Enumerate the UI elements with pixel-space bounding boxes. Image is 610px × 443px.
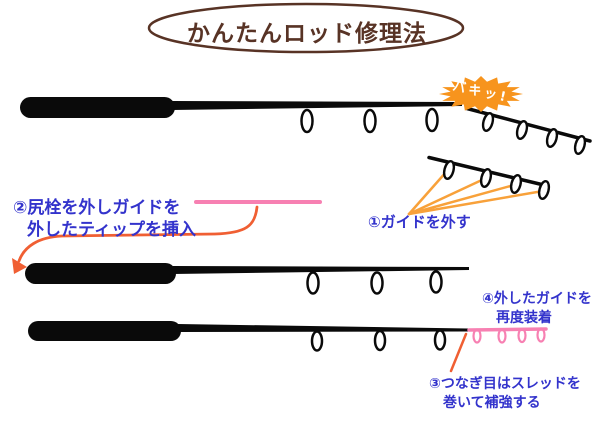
- rod2-blade: [173, 266, 469, 274]
- step3-line1: ③つなぎ目はスレッドを: [429, 376, 581, 392]
- rod-guide: [300, 108, 314, 134]
- title-oval: [147, 2, 465, 54]
- pink-rod-guide: [517, 327, 527, 344]
- rod-guide: [545, 128, 559, 148]
- rod-guide: [370, 271, 384, 295]
- step2-line2: 外したティップを挿入: [27, 220, 196, 240]
- broken-tip-piece: [465, 106, 592, 155]
- crack-burst: [439, 76, 523, 112]
- rod1-handle: [20, 97, 175, 118]
- rod-guide: [481, 112, 495, 132]
- broken-rod: [20, 97, 592, 155]
- step3-label: ③つなぎ目はスレッドを 巻いて補強する: [429, 375, 581, 413]
- rod-guide: [515, 120, 529, 140]
- detached-tip-piece: [407, 155, 551, 216]
- pink-rod-guide: [472, 328, 482, 344]
- rod2-handle: [25, 263, 176, 284]
- rod3-blade: [178, 324, 468, 332]
- rod-guide: [425, 107, 439, 133]
- rod1-blade: [172, 101, 462, 110]
- reattached-tip-line: [467, 327, 548, 332]
- guide-pointer-line: [407, 183, 516, 216]
- repaired-rod: [28, 321, 548, 373]
- rod3-handle: [28, 321, 181, 341]
- rod-guide: [306, 271, 320, 295]
- pink-rod-guide: [497, 328, 507, 344]
- step4-label: ④外したガイドを 再度装着: [482, 290, 592, 328]
- insert-arrow-shaft: [17, 205, 259, 263]
- page-title: かんたんロッド修理法: [187, 21, 427, 47]
- rod-guide: [509, 173, 523, 195]
- rod-with-inserted-tip: [25, 263, 469, 295]
- guide-pointer-line: [407, 177, 486, 216]
- guide-pointer-line: [407, 169, 449, 216]
- joint-pointer-line: [449, 332, 468, 373]
- rod-guide: [429, 270, 443, 294]
- pink-rod-guide: [536, 327, 546, 343]
- step3-line2: 巻いて補強する: [443, 395, 541, 411]
- rod-guide: [537, 179, 551, 201]
- guide-pointer-line: [407, 189, 545, 216]
- step2-label: ②尻栓を外しガイドを 外したティップを挿入: [13, 197, 196, 241]
- step4-line1: ④外したガイドを: [482, 291, 592, 307]
- rod-guide: [573, 135, 587, 155]
- rod-guide: [363, 108, 377, 134]
- rod-guide: [433, 329, 447, 351]
- rod-guide: [310, 330, 324, 352]
- rod-guide: [479, 167, 493, 189]
- step4-line2: 再度装着: [496, 310, 552, 326]
- insert-arrow-head: [12, 258, 27, 274]
- step2-line1: ②尻栓を外しガイドを: [13, 198, 181, 218]
- rod-guide: [373, 329, 387, 352]
- rod-guide: [442, 159, 456, 181]
- step1-label: ①ガイドを外す: [368, 213, 471, 231]
